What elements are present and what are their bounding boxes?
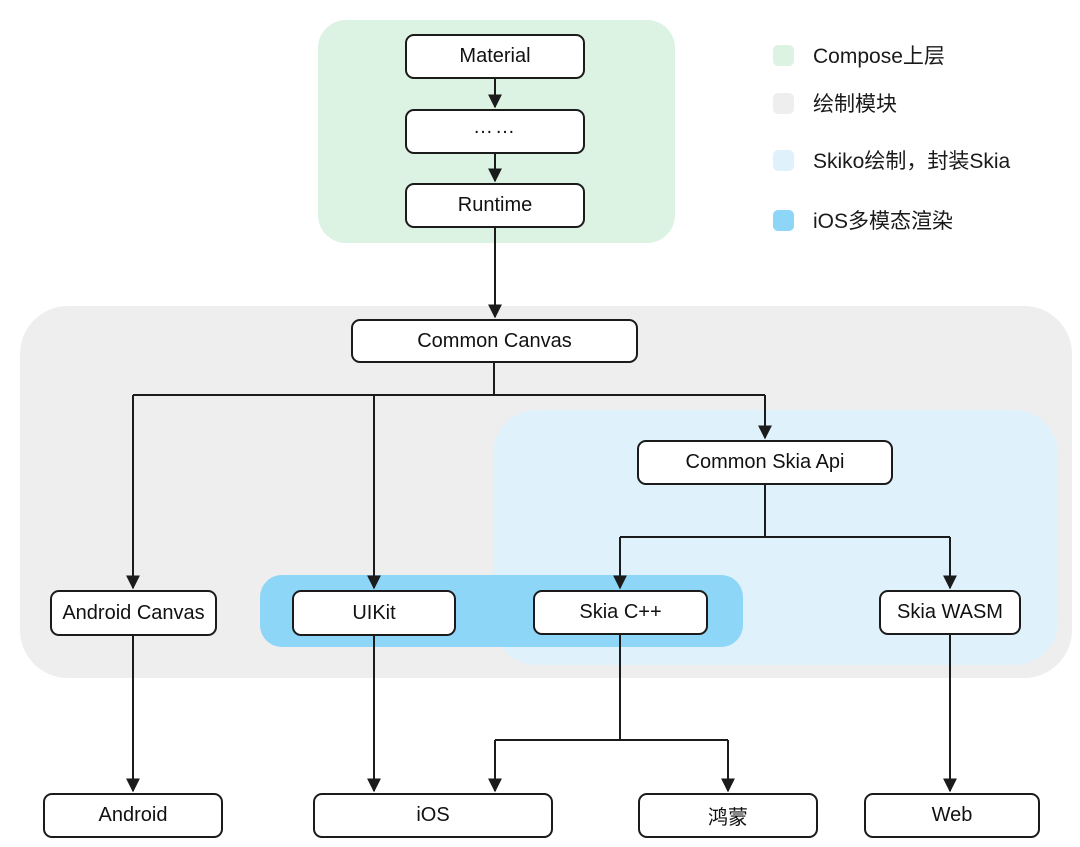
legend-item-draw-module: 绘制模块 (773, 88, 897, 118)
legend-label: Skiko绘制，封装Skia (813, 150, 1011, 173)
node-web: Web (864, 793, 1040, 838)
node-common-skia-api: Common Skia Api (637, 440, 893, 485)
node-ellipsis: …… (405, 109, 585, 154)
node-label: Skia C++ (579, 601, 662, 623)
legend-label: 绘制模块 (813, 93, 897, 116)
node-runtime: Runtime (405, 183, 585, 228)
node-android-canvas: Android Canvas (50, 590, 217, 636)
node-skia-wasm: Skia WASM (879, 590, 1021, 635)
node-label: Web (931, 804, 973, 826)
node-label: 鸿蒙 (708, 807, 748, 829)
legend-item-ios-multimode: iOS多模态渲染 (773, 205, 953, 235)
legend-swatch-blue (773, 209, 794, 231)
node-label: Runtime (457, 194, 533, 216)
legend-item-compose-upper: Compose上层 (773, 40, 945, 70)
node-label: Material (459, 45, 531, 67)
legend-swatch-green (773, 44, 794, 66)
legend-swatch-gray (773, 92, 794, 114)
node-harmony: 鸿蒙 (638, 793, 818, 838)
node-common-canvas: Common Canvas (351, 319, 638, 363)
legend-label: Compose上层 (813, 45, 945, 68)
node-android: Android (43, 793, 223, 838)
legend-item-skiko: Skiko绘制，封装Skia (773, 145, 1010, 175)
node-label: UIKit (352, 601, 396, 624)
node-label: iOS (416, 804, 450, 826)
node-ios: iOS (313, 793, 553, 838)
legend-swatch-lightblue (773, 149, 794, 171)
node-label: Common Skia Api (685, 451, 845, 473)
node-label: Android Canvas (62, 601, 205, 624)
node-label: Skia WASM (897, 601, 1003, 623)
node-material: Material (405, 34, 585, 79)
node-label: Common Canvas (417, 329, 572, 352)
legend-label: iOS多模态渲染 (813, 210, 954, 233)
node-label: Android (98, 804, 168, 826)
node-skia-cpp: Skia C++ (533, 590, 708, 635)
node-uikit: UIKit (292, 590, 456, 636)
node-label: …… (473, 116, 517, 138)
